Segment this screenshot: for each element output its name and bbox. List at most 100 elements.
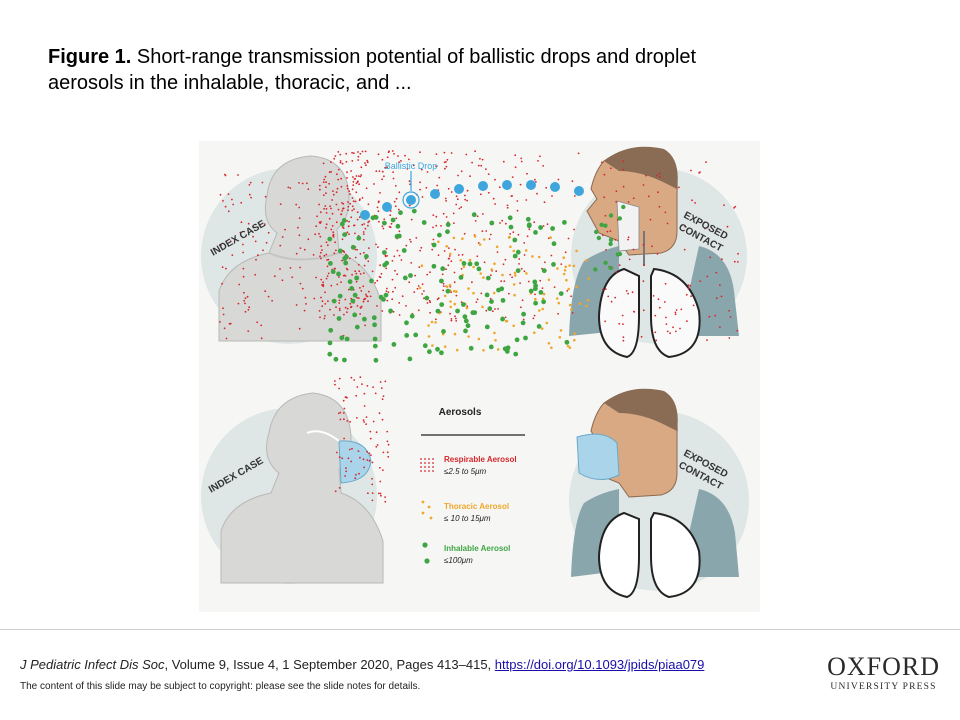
respirable-particle bbox=[656, 174, 658, 177]
inhalable-particle bbox=[489, 299, 494, 304]
respirable-particle bbox=[615, 200, 618, 203]
respirable-particle bbox=[368, 290, 370, 293]
respirable-particle bbox=[361, 197, 364, 199]
respirable-particle bbox=[577, 152, 580, 155]
legend-respirable-dot bbox=[432, 470, 434, 472]
respirable-particle bbox=[450, 318, 453, 320]
respirable-particle bbox=[343, 418, 345, 421]
respirable-particle bbox=[250, 196, 252, 199]
inhalable-particle bbox=[435, 346, 440, 352]
respirable-particle bbox=[664, 282, 667, 285]
respirable-particle bbox=[675, 330, 677, 333]
respirable-particle bbox=[376, 279, 379, 282]
respirable-particle bbox=[332, 236, 335, 238]
respirable-particle bbox=[432, 238, 435, 241]
respirable-particle bbox=[368, 452, 371, 455]
respirable-particle bbox=[336, 187, 339, 190]
respirable-particle bbox=[381, 225, 384, 228]
respirable-particle bbox=[510, 195, 513, 197]
inhalable-particle bbox=[337, 293, 343, 299]
respirable-particle bbox=[371, 270, 374, 273]
respirable-particle bbox=[502, 160, 505, 163]
respirable-particle bbox=[330, 170, 332, 173]
respirable-particle bbox=[351, 188, 354, 191]
respirable-particle bbox=[429, 301, 432, 304]
respirable-particle bbox=[349, 193, 351, 195]
thoracic-particle bbox=[538, 309, 541, 312]
thoracic-particle bbox=[449, 305, 452, 309]
respirable-particle bbox=[222, 313, 225, 316]
respirable-particle bbox=[627, 238, 629, 241]
respirable-particle bbox=[474, 220, 477, 222]
respirable-particle bbox=[359, 175, 362, 178]
respirable-particle bbox=[417, 285, 420, 287]
respirable-particle bbox=[542, 165, 545, 167]
respirable-particle bbox=[429, 271, 431, 274]
respirable-particle bbox=[352, 152, 355, 155]
respirable-particle bbox=[344, 475, 346, 477]
respirable-particle bbox=[545, 186, 548, 189]
respirable-particle bbox=[364, 324, 366, 327]
respirable-particle bbox=[295, 304, 298, 306]
figure-caption: Figure 1. Short-range transmission poten… bbox=[48, 44, 748, 96]
respirable-particle bbox=[687, 284, 690, 286]
respirable-particle bbox=[312, 254, 315, 256]
respirable-particle bbox=[669, 332, 671, 335]
inhalable-particle bbox=[388, 308, 393, 314]
inhalable-particle bbox=[608, 265, 613, 271]
respirable-particle bbox=[357, 175, 360, 177]
respirable-particle bbox=[654, 331, 657, 334]
thoracic-particle bbox=[568, 303, 572, 307]
respirable-particle bbox=[461, 253, 464, 256]
respirable-particle bbox=[326, 244, 329, 247]
respirable-particle bbox=[691, 199, 693, 202]
respirable-particle bbox=[466, 199, 468, 202]
respirable-particle bbox=[604, 288, 607, 290]
respirable-particle bbox=[394, 205, 397, 208]
doi-link[interactable]: https://doi.org/10.1093/jpids/piaa079 bbox=[494, 657, 705, 672]
respirable-particle bbox=[363, 298, 365, 301]
thoracic-particle bbox=[449, 300, 452, 303]
respirable-particle bbox=[375, 431, 378, 434]
respirable-particle bbox=[475, 301, 478, 303]
respirable-particle bbox=[391, 278, 394, 281]
respirable-particle bbox=[517, 233, 520, 236]
respirable-particle bbox=[440, 225, 442, 227]
thoracic-particle bbox=[578, 302, 582, 305]
respirable-particle bbox=[247, 308, 250, 311]
respirable-particle bbox=[392, 310, 395, 313]
respirable-particle bbox=[368, 220, 371, 222]
respirable-particle bbox=[400, 160, 402, 162]
thoracic-particle bbox=[501, 273, 504, 277]
respirable-particle bbox=[394, 269, 396, 272]
respirable-particle bbox=[435, 224, 438, 227]
respirable-particle bbox=[458, 207, 461, 210]
respirable-particle bbox=[335, 221, 338, 224]
respirable-particle bbox=[255, 258, 257, 261]
respirable-particle bbox=[342, 207, 344, 210]
respirable-particle bbox=[463, 232, 466, 235]
respirable-particle bbox=[325, 181, 327, 184]
respirable-particle bbox=[678, 186, 680, 189]
respirable-particle bbox=[419, 181, 421, 184]
respirable-particle bbox=[479, 193, 482, 196]
inhalable-particle bbox=[596, 235, 602, 241]
respirable-particle bbox=[477, 242, 480, 244]
respirable-particle bbox=[323, 207, 325, 210]
respirable-particle bbox=[366, 159, 369, 162]
inhalable-particle bbox=[396, 233, 402, 239]
ballistic-drop-highlight bbox=[402, 191, 420, 209]
thoracic-particle bbox=[550, 346, 553, 349]
inhalable-particle bbox=[404, 320, 409, 326]
respirable-particle bbox=[261, 181, 264, 184]
respirable-particle bbox=[526, 235, 529, 238]
respirable-particle bbox=[238, 283, 241, 286]
respirable-particle bbox=[603, 196, 606, 199]
respirable-particle bbox=[347, 457, 350, 460]
respirable-particle bbox=[444, 197, 447, 200]
respirable-particle bbox=[432, 226, 434, 229]
respirable-particle bbox=[323, 178, 326, 181]
respirable-particle bbox=[354, 477, 357, 480]
respirable-particle bbox=[362, 300, 365, 303]
respirable-particle bbox=[384, 500, 387, 503]
